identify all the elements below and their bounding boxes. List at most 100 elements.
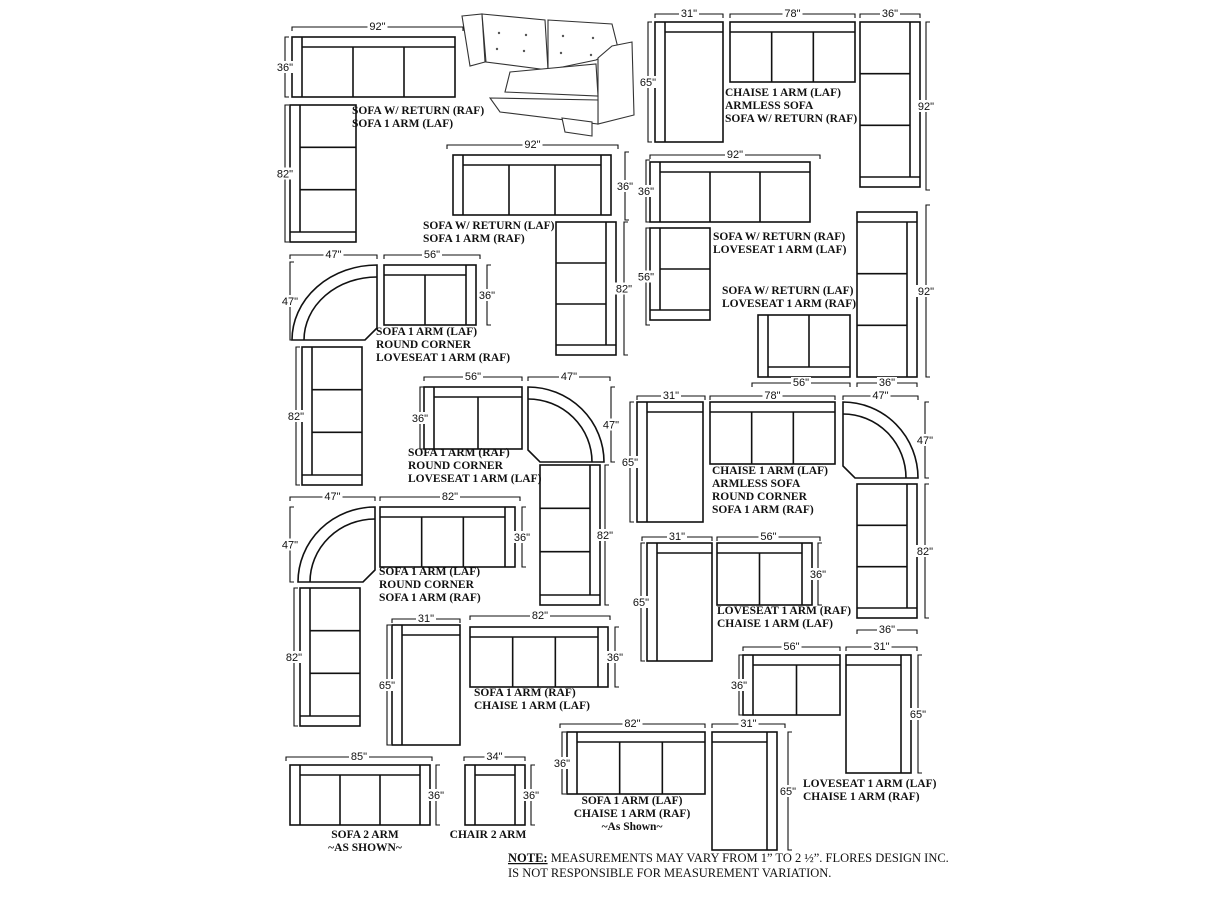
corner-back xyxy=(842,413,907,479)
sectional-piece xyxy=(301,346,363,486)
sectional-piece xyxy=(729,21,856,83)
configuration-label: LOVESEAT 1 ARM (LAF)CHAISE 1 ARM (RAF) xyxy=(803,778,937,803)
corner-outline xyxy=(842,401,919,479)
sectional-piece xyxy=(757,314,851,378)
label-line: SOFA 1 ARM (RAF) xyxy=(474,687,576,699)
dimension-value: 92" xyxy=(727,149,743,161)
dimension-line: 56" xyxy=(423,371,523,383)
sectional-piece xyxy=(469,626,609,688)
label-line: CHAISE 1 ARM (LAF) xyxy=(725,87,841,99)
dimension-line: 82" xyxy=(469,610,611,622)
piece-outline xyxy=(711,731,778,851)
dimension-line: 65" xyxy=(631,542,651,662)
dimension-line: 82" xyxy=(915,483,935,619)
label-line: ROUND CORNER xyxy=(408,460,504,472)
sectional-piece xyxy=(291,36,456,98)
sectional-piece xyxy=(391,624,461,746)
dimension-line: 47" xyxy=(915,401,935,479)
dimension-line: 82" xyxy=(284,587,304,727)
label-line: SOFA W/ RETURN (LAF) xyxy=(722,285,854,297)
sectional-piece xyxy=(709,401,836,465)
sectional-piece xyxy=(845,654,912,774)
sectional-piece xyxy=(566,731,706,795)
dimension-value: 36" xyxy=(731,680,747,692)
dimension-line: 36" xyxy=(477,264,497,326)
dimension-line: 36" xyxy=(552,731,572,795)
dimension-line: 56" xyxy=(383,249,481,261)
piece-outline xyxy=(845,654,912,774)
configuration-label: LOVESEAT 1 ARM (RAF)CHAISE 1 ARM (LAF) xyxy=(717,605,851,630)
piece-outline xyxy=(301,346,363,486)
dimension-value: 65" xyxy=(910,709,926,721)
dimension-line: 56" xyxy=(636,227,656,326)
piece-outline xyxy=(299,587,361,727)
dimension-line: 85" xyxy=(285,751,433,763)
dimension-value: 36" xyxy=(617,181,633,193)
dimension-value: 36" xyxy=(514,532,530,544)
configuration-label: SOFA W/ RETURN (RAF)LOVESEAT 1 ARM (LAF) xyxy=(713,231,847,256)
dimension-value: 82" xyxy=(286,652,302,664)
dimension-line: 56" xyxy=(751,377,851,389)
label-line: CHAISE 1 ARM (LAF) xyxy=(717,618,833,630)
dimension-value: 56" xyxy=(424,249,440,261)
dimension-value: 36" xyxy=(428,790,444,802)
label-line: SOFA 2 ARM xyxy=(331,829,399,841)
dimension-value: 47" xyxy=(603,420,619,432)
dimension-value: 78" xyxy=(764,390,780,402)
round-corner-piece xyxy=(842,401,919,479)
dimension-line: 36" xyxy=(275,36,295,98)
dimension-line: 47" xyxy=(601,386,621,463)
sectional-piece xyxy=(379,506,516,568)
dimension-line: 82" xyxy=(286,346,306,486)
sectional-piece xyxy=(289,104,357,243)
dimension-line: 47" xyxy=(527,371,611,383)
dimension-line: 36" xyxy=(615,151,635,221)
dimension-value: 47" xyxy=(282,540,298,552)
dimension-value: 36" xyxy=(479,290,495,302)
sectional-piece xyxy=(859,21,921,188)
label-line: ARMLESS SOFA xyxy=(725,100,814,112)
dimension-value: 36" xyxy=(412,413,428,425)
dimension-line: 36" xyxy=(729,654,749,716)
dimension-value: 31" xyxy=(418,613,434,625)
dimension-value: 92" xyxy=(524,139,540,151)
label-line: ARMLESS SOFA xyxy=(712,478,801,490)
dimension-value: 65" xyxy=(633,597,649,609)
piece-outline xyxy=(859,21,921,188)
label-line: SOFA 1 ARM (RAF) xyxy=(423,233,525,245)
dimension-value: 31" xyxy=(669,531,685,543)
dimension-line: 82" xyxy=(595,464,615,606)
sectional-piece xyxy=(299,587,361,727)
dimension-value: 82" xyxy=(616,284,632,296)
dimension-line: 31" xyxy=(641,531,713,543)
dimension-value: 36" xyxy=(879,624,895,636)
piece-outline xyxy=(555,221,617,356)
dimension-line: 36" xyxy=(410,386,430,450)
dimension-value: 82" xyxy=(277,169,293,181)
dimension-value: 78" xyxy=(784,8,800,20)
configuration-label: CHAIR 2 ARM xyxy=(450,829,527,841)
dimension-value: 56" xyxy=(638,272,654,284)
label-line: SOFA W/ RETURN (RAF) xyxy=(352,105,484,117)
dimension-line: 56" xyxy=(716,531,821,543)
dimension-line: 36" xyxy=(808,542,828,606)
sectional-piece xyxy=(649,161,811,223)
dimension-value: 65" xyxy=(780,786,796,798)
piece-outline xyxy=(729,21,856,83)
sectional-piece xyxy=(856,483,918,619)
dimension-line: 36" xyxy=(859,8,921,20)
sectional-piece xyxy=(464,764,526,826)
label-line: LOVESEAT 1 ARM (LAF) xyxy=(803,778,937,790)
dimension-value: 36" xyxy=(810,569,826,581)
label-line: ROUND CORNER xyxy=(712,491,808,503)
dimension-value: 82" xyxy=(442,491,458,503)
piece-outline xyxy=(649,161,811,223)
round-corner-piece xyxy=(297,506,376,583)
dimension-line: 65" xyxy=(620,401,640,523)
dimension-value: 47" xyxy=(917,435,933,447)
sofa-perspective-illustration xyxy=(461,13,635,137)
label-line: ROUND CORNER xyxy=(379,579,475,591)
dimension-value: 65" xyxy=(640,77,656,89)
